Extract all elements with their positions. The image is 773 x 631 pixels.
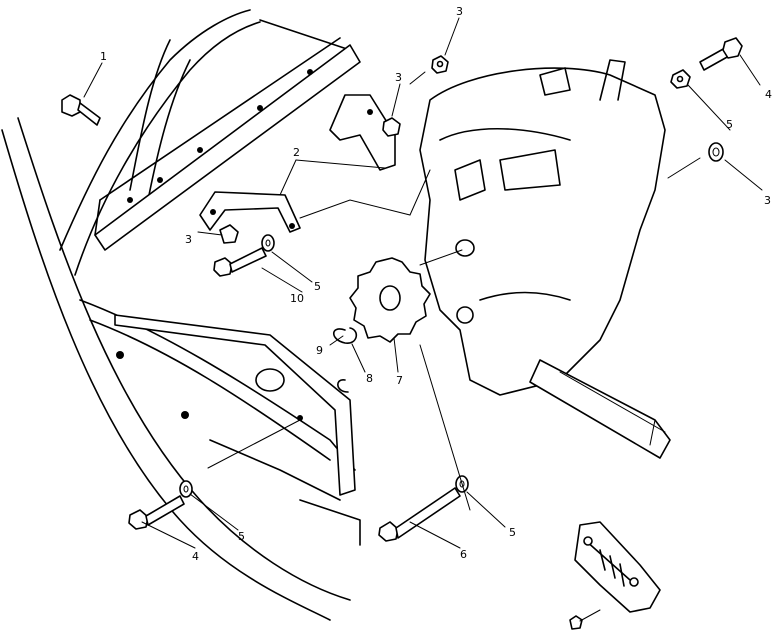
washer-part-5-lower-left <box>179 480 193 498</box>
bolt-part-6 <box>378 487 461 542</box>
washer-part-5-upper <box>261 234 275 252</box>
callout-8: 8 <box>366 372 373 385</box>
callout-10: 10 <box>290 292 304 305</box>
mounting-rail <box>94 37 361 251</box>
snap-ring <box>332 327 358 393</box>
callout-3a: 3 <box>456 5 463 18</box>
gearbox-housing <box>419 59 671 459</box>
vehicle-frame <box>1 9 361 621</box>
nut-part-3-left <box>219 224 239 244</box>
callout-9: 9 <box>316 344 323 357</box>
bolt-part-1 <box>61 94 101 126</box>
bracket-upper <box>329 94 396 171</box>
bolt-part-4-upper <box>699 37 743 71</box>
callout-labels: 1 2 3 3 3 3 4 4 5 5 5 5 6 7 8 9 10 <box>100 5 772 563</box>
callout-4b: 4 <box>192 550 199 563</box>
bracket-lower <box>199 191 301 233</box>
callout-5b: 5 <box>314 280 321 293</box>
callout-7: 7 <box>396 374 403 387</box>
inset-detail <box>569 521 661 630</box>
callout-4a: 4 <box>765 88 772 101</box>
drive-sprocket <box>349 257 431 343</box>
bolt-part-10 <box>213 247 267 277</box>
leader-lines <box>83 17 763 549</box>
callout-2: 2 <box>293 146 300 159</box>
callout-5a: 5 <box>726 118 733 131</box>
callout-1: 1 <box>100 50 107 63</box>
callout-6: 6 <box>460 548 467 561</box>
callout-3d: 3 <box>764 194 771 207</box>
nut-part-3-top <box>431 55 449 74</box>
callout-5c: 5 <box>238 530 245 543</box>
callout-3b: 3 <box>395 71 402 84</box>
callout-3c: 3 <box>185 233 192 246</box>
nut-part-3-right <box>708 142 724 162</box>
callout-5d: 5 <box>509 526 516 539</box>
nut-part-3-center <box>382 117 401 137</box>
skid-plate <box>114 314 356 496</box>
washer-part-5-upper-right <box>670 69 691 89</box>
bolt-part-4-lower <box>128 495 185 530</box>
